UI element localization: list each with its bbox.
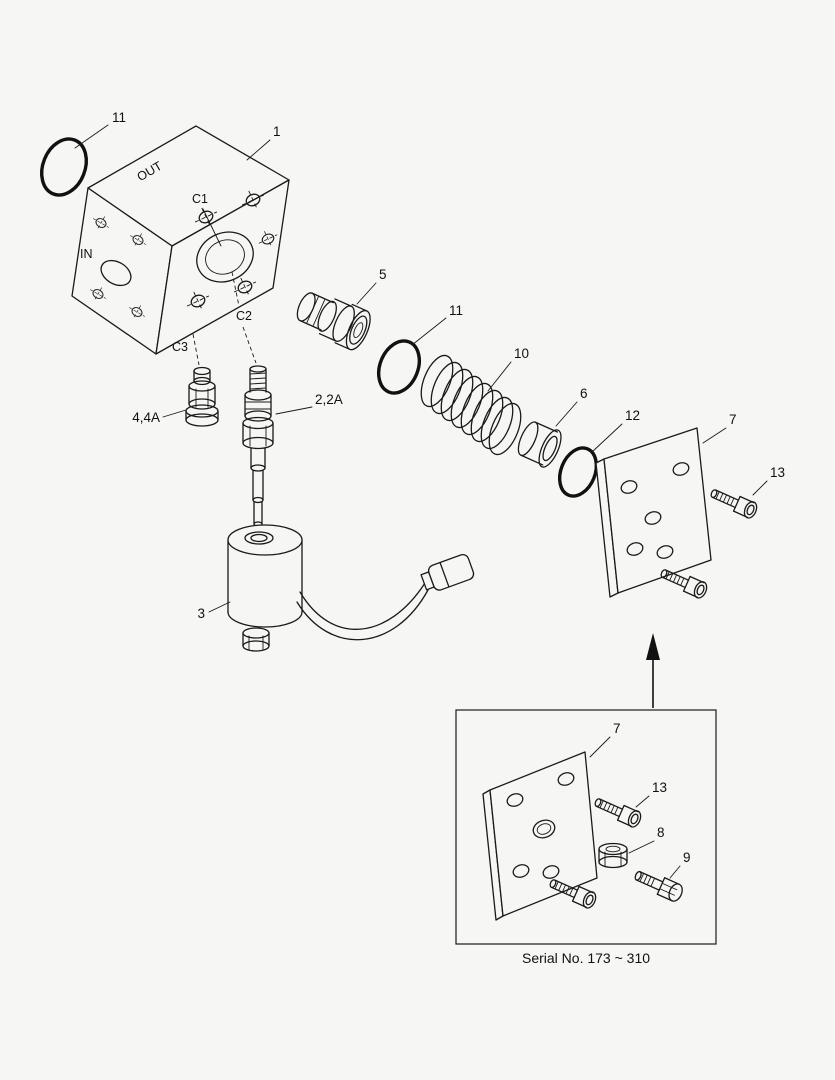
bolt-13-a (707, 484, 760, 521)
plug-4 (185, 366, 219, 427)
callout-3: 3 (197, 606, 205, 621)
callout-8: 8 (657, 825, 665, 840)
valve-block: OUT IN (71, 125, 290, 355)
callout-11-mid: 11 (449, 303, 463, 318)
spring-10 (420, 354, 522, 456)
oring-11-mid (376, 339, 422, 395)
port-label-c3: C3 (172, 340, 188, 354)
callout-12: 12 (625, 408, 640, 423)
cartridge-valve-5 (296, 292, 371, 351)
port-label-c1: C1 (192, 192, 208, 206)
inset-callout-7: 7 (613, 721, 621, 736)
callout-13: 13 (770, 465, 785, 480)
callouts-layer: 11 1 C1 C2 C3 5 11 10 6 12 7 13 4,4A 2,2… (74, 110, 785, 966)
callout-1: 1 (273, 124, 281, 139)
callout-9: 9 (683, 850, 691, 865)
callout-7: 7 (729, 412, 737, 427)
inset-box (455, 709, 717, 945)
connector (420, 553, 475, 591)
callout-10: 10 (514, 346, 529, 361)
callout-4-4a: 4,4A (132, 410, 160, 425)
solenoid-cartridge-2 (242, 365, 274, 527)
oring-11-top (40, 137, 88, 197)
coil-nut (242, 627, 270, 652)
wire-harness (296, 582, 429, 641)
port-lines (192, 208, 257, 366)
port-label-c2: C2 (236, 309, 252, 323)
callout-2-2a: 2,2A (315, 392, 343, 407)
callout-11-top: 11 (112, 110, 126, 125)
oring-12 (557, 446, 599, 498)
nut-8 (598, 842, 628, 869)
c1-port-inner (205, 239, 245, 275)
solenoid-coil-3 (227, 524, 303, 628)
inset-bolt-13-a (591, 793, 644, 830)
inset-plate-7 (482, 751, 598, 921)
callout-6: 6 (580, 386, 588, 401)
in-port (100, 259, 132, 287)
callout-5: 5 (379, 267, 387, 282)
bolt-9 (631, 865, 686, 904)
arrow-up (646, 633, 660, 708)
c1-port-outer (196, 231, 254, 283)
inset-caption: Serial No. 173 ~ 310 (522, 950, 650, 966)
plug-6 (517, 421, 562, 468)
cover-plate-7 (595, 427, 712, 598)
inset-callout-13: 13 (652, 780, 667, 795)
label-in: IN (80, 247, 93, 261)
